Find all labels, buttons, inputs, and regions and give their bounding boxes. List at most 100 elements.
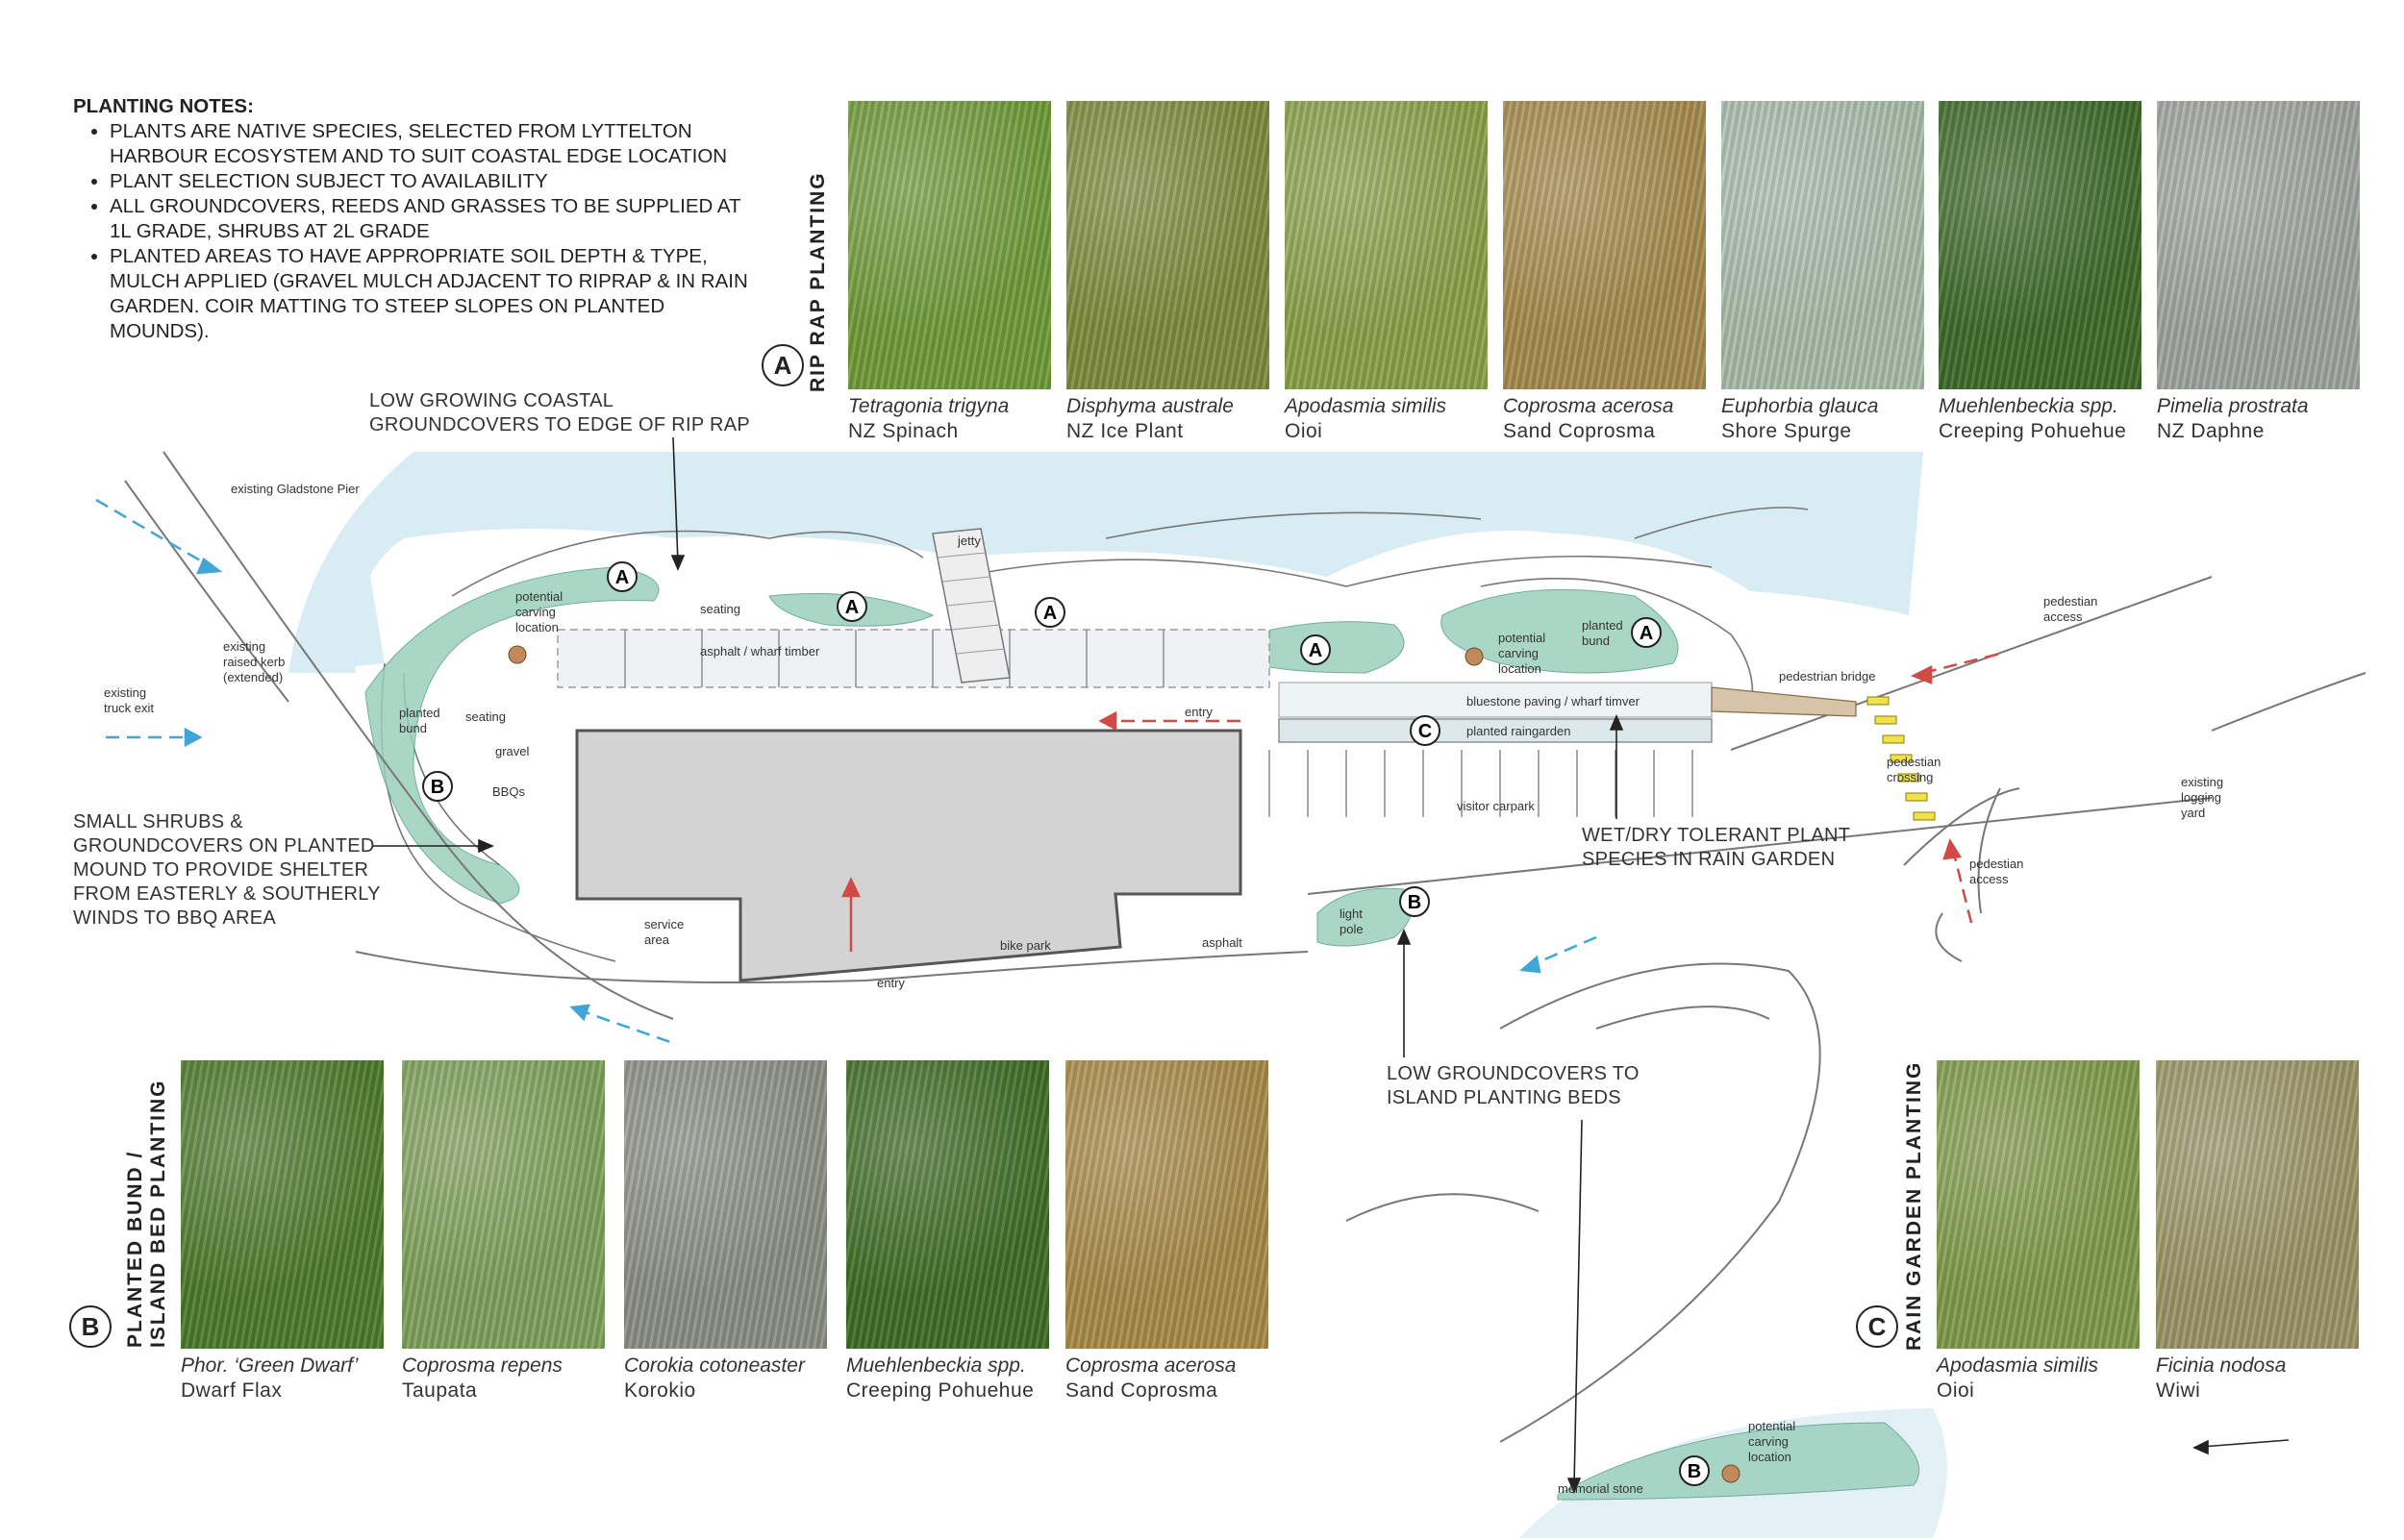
label-asphalt: asphalt xyxy=(1202,935,1242,950)
label-bike-park: bike park xyxy=(1000,938,1051,953)
label-carving-2a: potential xyxy=(1498,631,1545,645)
scientific-name: Coprosma repens xyxy=(402,1354,563,1377)
label-carving-1b: carving xyxy=(515,605,556,619)
label-ped-access-2b: access xyxy=(1969,872,2009,886)
zone-marker-a3: A xyxy=(1035,597,1065,628)
label-seating-2: seating xyxy=(465,709,506,724)
svg-text:A: A xyxy=(845,597,859,618)
label-ped-access-1a: pedestian xyxy=(2043,594,2097,609)
common-name: Oioi xyxy=(1937,1379,1975,1402)
callout-line: SMALL SHRUBS & xyxy=(73,811,243,832)
label-ped-access-2a: pedestian xyxy=(1969,857,2023,871)
label-logging-b: logging xyxy=(2181,790,2221,805)
label-visitor-carpark: visitor carpark xyxy=(1457,799,1535,813)
building xyxy=(575,729,1242,982)
carving-location-3 xyxy=(1721,1464,1740,1483)
label-bund-1a: planted xyxy=(399,706,440,720)
planting-notes: PLANTING NOTES: PLANTS ARE NATIVE SPECIE… xyxy=(73,94,765,344)
label-carving-3c: location xyxy=(1748,1450,1791,1464)
label-carving-3a: potential xyxy=(1748,1419,1795,1433)
scientific-name: Corokia cotoneaster xyxy=(624,1354,805,1377)
common-name: NZ Spinach xyxy=(848,420,959,442)
common-name: Sand Coprosma xyxy=(1503,420,1656,442)
label-seating-1: seating xyxy=(700,602,740,616)
section-a-badge: A xyxy=(762,344,804,386)
callout-rip-rap-edge: LOW GROWING COASTAL GROUNDCOVERS TO EDGE… xyxy=(369,389,750,437)
label-ped-crossing-b: crossing xyxy=(1887,770,1933,784)
label-kerb-3: (extended) xyxy=(223,670,283,684)
rip-rap-photo-4 xyxy=(1503,101,1706,389)
label-bbqs: BBQs xyxy=(492,784,525,799)
scientific-name: Disphyma australe xyxy=(1066,395,1234,417)
svg-text:C: C xyxy=(1418,721,1432,742)
label-carving-3b: carving xyxy=(1748,1434,1789,1449)
zone-marker-b3: B xyxy=(1679,1455,1710,1486)
label-carving-1a: potential xyxy=(515,589,563,604)
callout-line: ISLAND PLANTING BEDS xyxy=(1387,1087,1621,1108)
label-service-b: area xyxy=(644,932,670,947)
scientific-name: Muehlenbeckia spp. xyxy=(1939,395,2118,417)
label-kerb-2: raised kerb xyxy=(223,655,285,669)
scientific-name: Coprosma acerosa xyxy=(1503,395,1674,417)
rain-garden-strip xyxy=(1278,718,1713,743)
scientific-name: Phor. ‘Green Dwarf’ xyxy=(181,1354,359,1377)
label-logging-c: yard xyxy=(2181,806,2205,820)
bluestone-strip xyxy=(1278,682,1713,718)
rip-rap-photo-7 xyxy=(2157,101,2360,389)
label-kerb-1: existing xyxy=(223,639,265,654)
callout-rain-garden: WET/DRY TOLERANT PLANT SPECIES IN RAIN G… xyxy=(1582,824,1850,872)
section-b-title-2: ISLAND BED PLANTING xyxy=(147,1079,169,1349)
label-light-pole-b: pole xyxy=(1340,922,1364,936)
common-name: Shore Spurge xyxy=(1721,420,1852,442)
svg-text:A: A xyxy=(1043,603,1057,624)
scientific-name: Apodasmia similis xyxy=(1285,395,1447,417)
jetty xyxy=(932,528,1011,683)
rain-garden-photo-1 xyxy=(1937,1060,2140,1349)
scientific-name: Euphorbia glauca xyxy=(1721,395,1879,417)
planting-note: PLANTS ARE NATIVE SPECIES, SELECTED FROM… xyxy=(110,119,765,169)
section-b-title-1: PLANTED BUND / xyxy=(124,1150,146,1348)
zone-markers: A A A A A B B B C xyxy=(422,561,1710,1486)
label-ped-crossing-a: pedestian xyxy=(1887,755,1941,769)
rip-rap-photo-6 xyxy=(1939,101,2141,389)
zone-marker-a1: A xyxy=(607,561,638,592)
zone-marker-b1: B xyxy=(422,771,453,802)
label-memorial-stone: memorial stone xyxy=(1558,1481,1643,1496)
bund-caption-4: Muehlenbeckia spp.Creeping Pohuehue xyxy=(846,1354,1034,1403)
water-left xyxy=(288,548,385,673)
label-bund-2b: bund xyxy=(1582,633,1610,648)
common-name: Oioi xyxy=(1285,420,1323,442)
label-gravel: gravel xyxy=(495,744,530,758)
bund-photo-3 xyxy=(624,1060,827,1349)
harbour-water xyxy=(288,452,1923,673)
callout-island-beds: LOW GROUNDCOVERS TO ISLAND PLANTING BEDS xyxy=(1387,1062,1640,1110)
section-c-badge: C xyxy=(1856,1305,1898,1348)
common-name: Wiwi xyxy=(2156,1379,2201,1402)
label-truck-exit-2: truck exit xyxy=(104,701,154,715)
planting-note: PLANTED AREAS TO HAVE APPROPRIATE SOIL D… xyxy=(110,244,765,344)
svg-text:A: A xyxy=(615,567,629,588)
common-name: NZ Ice Plant xyxy=(1066,420,1184,442)
rip-rap-photo-1 xyxy=(848,101,1051,389)
scientific-name: Tetragonia trigyna xyxy=(848,395,1010,417)
blue-arrows xyxy=(95,498,1597,1045)
common-name: NZ Daphne xyxy=(2157,420,2265,442)
carving-location-2 xyxy=(1465,647,1484,666)
planting-notes-title: PLANTING NOTES: xyxy=(73,95,254,117)
svg-text:A: A xyxy=(1309,640,1322,661)
label-planted-raingarden: planted raingarden xyxy=(1466,724,1570,738)
bund-photo-1 xyxy=(181,1060,384,1349)
scientific-name: Apodasmia similis xyxy=(1937,1354,2099,1377)
label-pedestrian-bridge: pedestrian bridge xyxy=(1779,669,1875,683)
scientific-name: Ficinia nodosa xyxy=(2156,1354,2287,1377)
bund-caption-1: Phor. ‘Green Dwarf’Dwarf Flax xyxy=(181,1354,358,1403)
common-name: Korokio xyxy=(624,1379,696,1402)
label-asphalt-wharf: asphalt / wharf timber xyxy=(700,644,820,658)
label-service-a: service xyxy=(644,917,684,931)
